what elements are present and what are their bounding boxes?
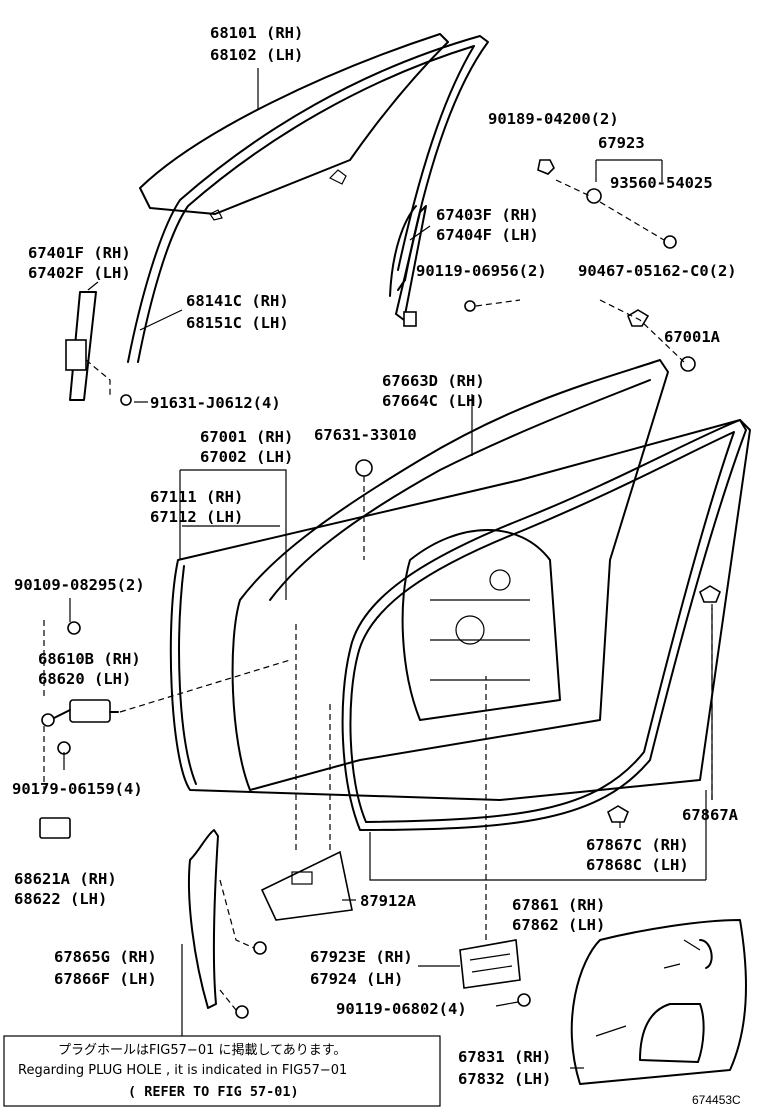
label-67866f: 67866F (LH): [54, 970, 157, 988]
label-67401f: 67401F (RH): [28, 244, 131, 262]
label-67923: 67923: [598, 134, 645, 152]
inside-handle-bezel: [459, 676, 531, 1007]
label-67924: 67924 (LH): [310, 970, 403, 988]
lower-frame-sash: [187, 829, 267, 1019]
label-90467: 90467-05162-C0(2): [578, 262, 737, 280]
label-67867c: 67867C (RH): [586, 836, 689, 854]
label-67868c: 67868C (LH): [586, 856, 689, 874]
division-bar: [389, 205, 427, 327]
label-67001a: 67001A: [664, 328, 721, 346]
note-line-japanese: プラグホールはFIG57−01 に掲載してあります。: [58, 1042, 346, 1058]
label-67111: 67111 (RH): [150, 488, 243, 506]
plug-hole-note: プラグホールはFIG57−01 に掲載してあります。 Regarding PLU…: [3, 1035, 441, 1107]
screws-top-right: [464, 159, 696, 372]
label-90119b: 90119-06802(4): [336, 1000, 467, 1018]
door-weatherstrip: [341, 419, 747, 831]
label-67861: 67861 (RH): [512, 896, 605, 914]
label-68141c: 68141C (RH): [186, 292, 289, 310]
label-68622: 68622 (LH): [14, 890, 107, 908]
label-87912a: 87912A: [360, 892, 417, 910]
label-67664c: 67664C (LH): [382, 392, 485, 410]
label-67867a: 67867A: [682, 806, 739, 824]
figure-id: 674453C: [692, 1093, 741, 1107]
inner-door-frame: [231, 359, 669, 791]
glass-run-channel: [127, 35, 489, 363]
label-90179: 90179-06159(4): [12, 780, 143, 798]
label-67404f: 67404F (LH): [436, 226, 539, 244]
label-90109: 90109-08295(2): [14, 576, 145, 594]
label-68102: 68102 (LH): [210, 46, 303, 64]
label-68151c: 68151C (LH): [186, 314, 289, 332]
service-hole-cover: [260, 620, 353, 921]
label-67831: 67831 (RH): [458, 1048, 551, 1066]
label-67832: 67832 (LH): [458, 1070, 551, 1088]
label-67002: 67002 (LH): [200, 448, 293, 466]
label-90189: 90189-04200(2): [488, 110, 619, 128]
label-68621a: 68621A (RH): [14, 870, 117, 888]
label-93560: 93560-54025: [610, 174, 713, 192]
label-68101: 68101 (RH): [210, 24, 303, 42]
label-67663d: 67663D (RH): [382, 372, 485, 390]
label-67001: 67001 (RH): [200, 428, 293, 446]
label-67403f: 67403F (RH): [436, 206, 539, 224]
label-67112: 67112 (LH): [150, 508, 243, 526]
screw-67631: [355, 459, 373, 560]
label-68610b: 68610B (RH): [38, 650, 141, 668]
outer-door-panel: [169, 419, 751, 801]
label-90119a: 90119-06956(2): [416, 262, 547, 280]
part-labels: 68101 (RH) 68102 (LH) 90189-04200(2) 679…: [12, 24, 739, 1088]
door-check: [39, 620, 291, 839]
leader-lines: [63, 68, 713, 1069]
label-91631: 91631-J0612(4): [150, 394, 281, 412]
label-67865g: 67865G (RH): [54, 948, 157, 966]
door-glass: [139, 33, 449, 221]
door-trim-panel: [570, 919, 747, 1085]
front-lower-frame: [65, 291, 132, 406]
label-67862: 67862 (LH): [512, 916, 605, 934]
label-67923e: 67923E (RH): [310, 948, 413, 966]
note-line-english: Regarding PLUG HOLE , it is indicated in…: [18, 1063, 347, 1078]
label-67631: 67631-33010: [314, 426, 417, 444]
label-68620: 68620 (LH): [38, 670, 131, 688]
label-67402f: 67402F (LH): [28, 264, 131, 282]
note-line-refer: ( REFER TO FIG 57-01): [128, 1084, 299, 1100]
